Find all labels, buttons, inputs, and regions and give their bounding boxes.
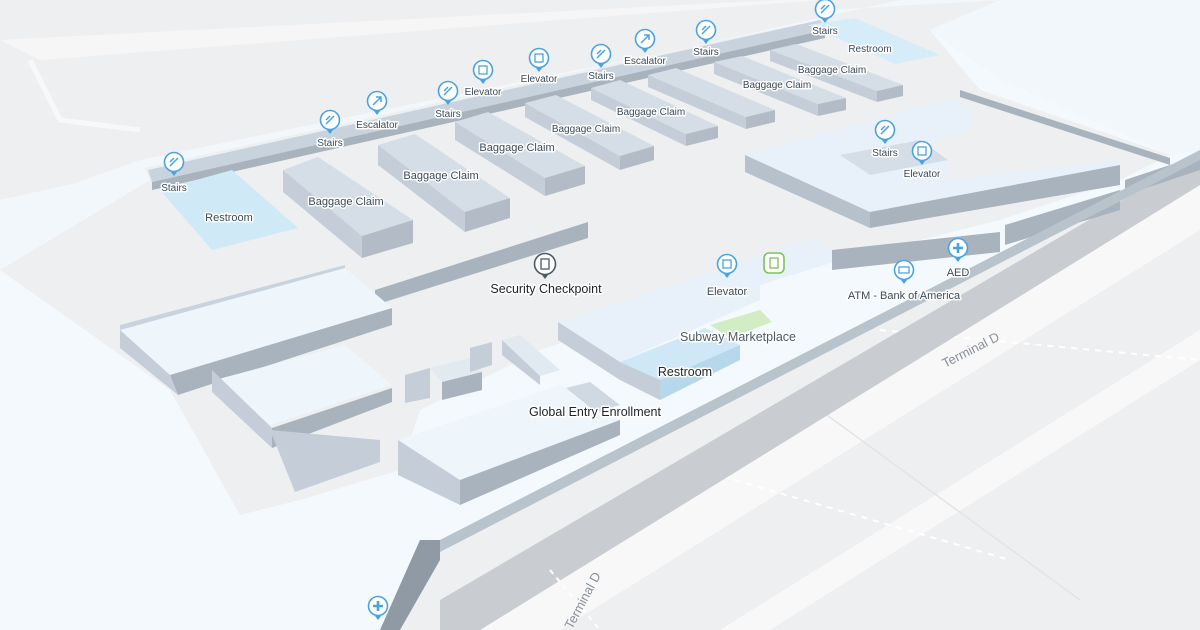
baggage-claim-blocks <box>283 44 903 258</box>
stairs-icon[interactable] <box>163 151 185 177</box>
food-icon[interactable] <box>763 252 785 274</box>
stairs-icon[interactable] <box>814 0 836 24</box>
label-elevator: Elevator <box>707 286 748 298</box>
baggage-claim-1 <box>283 157 413 258</box>
atm-icon[interactable] <box>893 259 915 285</box>
elevator-icon[interactable] <box>528 47 550 73</box>
right-wing-block <box>745 98 1120 228</box>
subway-area <box>710 310 772 338</box>
label-stairs: Stairs <box>812 26 838 37</box>
restroom-center-area <box>620 328 740 380</box>
label-elevator: Elevator <box>521 74 558 85</box>
stairs-icon[interactable] <box>319 109 341 135</box>
restroom-areas <box>160 18 940 250</box>
baggage-claim-6 <box>648 68 775 129</box>
baggage-claim-4 <box>525 95 654 170</box>
poi-pins <box>163 0 969 621</box>
baggage-claim-2 <box>378 134 510 232</box>
label-baggage-claim: Baggage Claim <box>308 196 383 208</box>
baggage-claim-5 <box>591 80 718 146</box>
label-aed: AED <box>947 267 970 279</box>
escalator-icon[interactable] <box>366 90 388 116</box>
stairs-icon[interactable] <box>874 119 896 145</box>
baggage-claim-8 <box>770 44 903 102</box>
elevator-icon[interactable] <box>472 59 494 85</box>
label-stairs: Stairs <box>317 138 343 149</box>
baggage-claim-7 <box>714 56 846 116</box>
label-stairs: Stairs <box>435 109 461 120</box>
label-baggage-claim: Baggage Claim <box>479 142 554 154</box>
elevator-icon[interactable] <box>716 253 738 279</box>
label-atm: ATM - Bank of America <box>848 290 961 302</box>
label-escalator: Escalator <box>356 120 398 131</box>
label-elevator: Elevator <box>465 87 502 98</box>
elevator-icon[interactable] <box>911 140 933 166</box>
label-baggage-claim: Baggage Claim <box>798 65 866 76</box>
stairs-icon[interactable] <box>695 19 717 45</box>
label-baggage-claim: Baggage Claim <box>403 170 478 182</box>
label-stairs: Stairs <box>872 148 898 159</box>
label-global-entry-enrollment: Global Entry Enrollment <box>529 405 662 419</box>
label-baggage-claim: Baggage Claim <box>617 107 685 118</box>
label-escalator: Escalator <box>624 56 666 67</box>
label-restroom: Restroom <box>848 44 891 55</box>
label-stairs: Stairs <box>161 183 187 194</box>
label-restroom: Restroom <box>658 365 712 379</box>
label-baggage-claim: Baggage Claim <box>552 124 620 135</box>
walls <box>120 20 1200 630</box>
aed-icon[interactable] <box>367 595 389 621</box>
stairs-icon[interactable] <box>437 80 459 106</box>
label-security-checkpoint: Security Checkpoint <box>490 282 602 296</box>
aed-icon[interactable] <box>947 237 969 263</box>
label-baggage-claim: Baggage Claim <box>743 80 811 91</box>
label-elevator: Elevator <box>904 169 941 180</box>
label-stairs: Stairs <box>693 47 719 58</box>
escalator-icon[interactable] <box>634 28 656 54</box>
label-restroom: Restroom <box>205 212 253 224</box>
label-stairs: Stairs <box>588 71 614 82</box>
label-subway-marketplace: Subway Marketplace <box>680 330 796 344</box>
security-checkpoint-icon[interactable] <box>533 252 557 280</box>
stairs-icon[interactable] <box>590 43 612 69</box>
baggage-claim-3 <box>455 112 585 196</box>
poi-labels: Stairs Stairs Escalator Stairs Elevator … <box>160 25 971 421</box>
